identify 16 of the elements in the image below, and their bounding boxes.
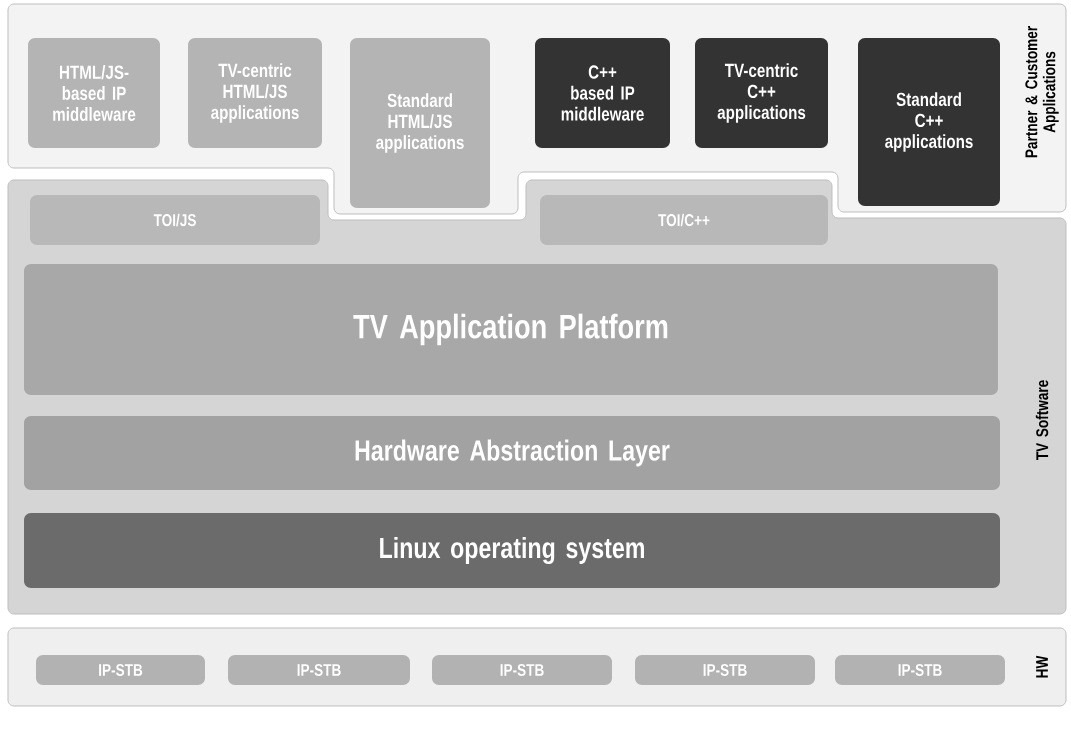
application-box: TV-centric HTML/JS applications — [188, 38, 322, 148]
application-box: TV-centric C++ applications — [695, 38, 828, 148]
hardware-box: IP-STB — [36, 655, 205, 685]
layer-box: Linux operating system — [24, 513, 1000, 588]
application-box: HTML/JS- based IP middleware — [28, 38, 160, 148]
application-box: Standard C++ applications — [858, 38, 1000, 206]
interface-box: TOI/C++ — [540, 195, 828, 245]
hardware-box: IP-STB — [228, 655, 410, 685]
application-box: Standard HTML/JS applications — [350, 38, 490, 208]
layer-box: Hardware Abstraction Layer — [24, 416, 1000, 490]
hardware-box: IP-STB — [635, 655, 815, 685]
interface-box: TOI/JS — [30, 195, 320, 245]
hardware-box: IP-STB — [432, 655, 612, 685]
hardware-box: IP-STB — [835, 655, 1005, 685]
layer-box: TV Application Platform — [24, 264, 998, 395]
application-box: C++ based IP middleware — [535, 38, 670, 148]
